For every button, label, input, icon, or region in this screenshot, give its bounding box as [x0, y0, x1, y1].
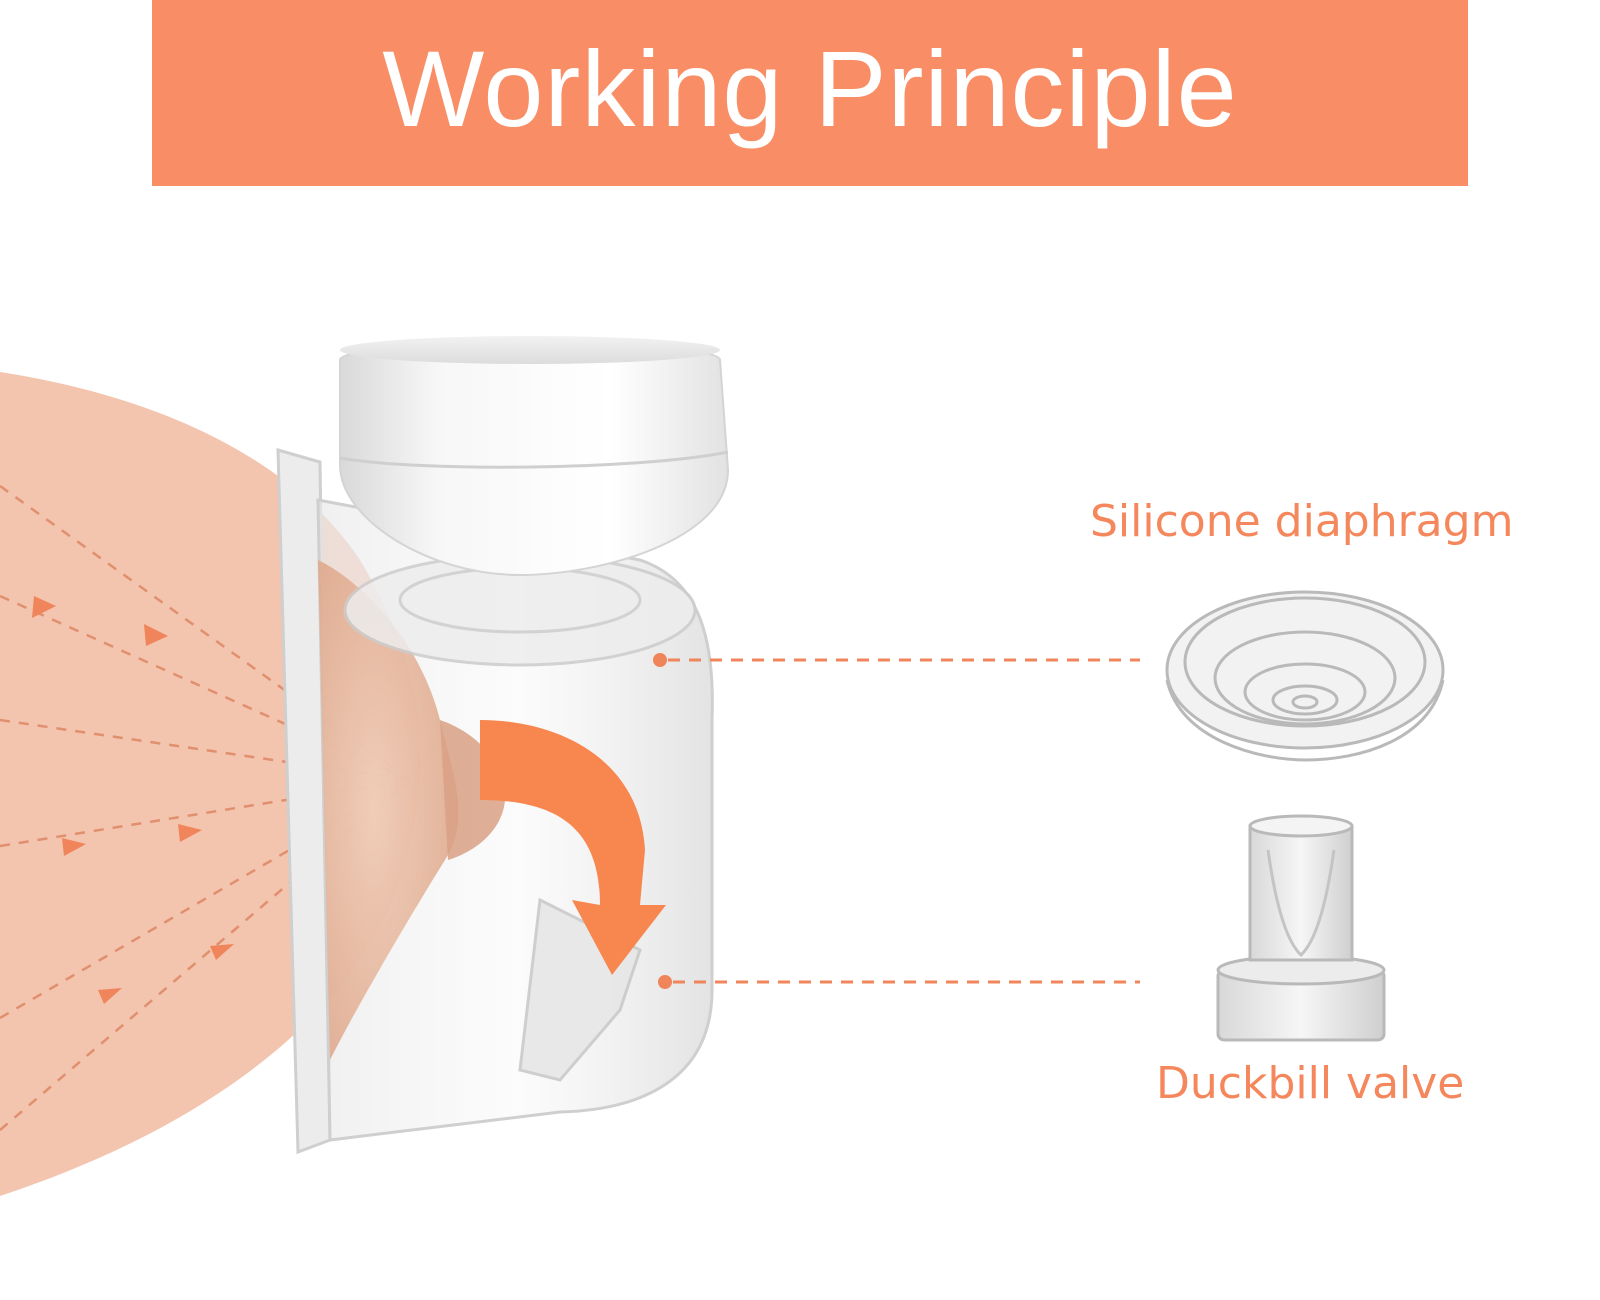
silicone-diaphragm-icon — [1165, 590, 1445, 762]
milk-flow-arrow — [480, 720, 666, 975]
duckbill-valve-icon — [1216, 814, 1386, 1042]
page-title: Working Principle — [382, 27, 1238, 149]
nipple-in-flange — [318, 560, 459, 1060]
title-banner: Working Principle — [152, 0, 1468, 186]
leader-dot-diaphragm — [653, 653, 667, 667]
flow-arrowheads — [32, 596, 234, 1004]
leader-dot-valve — [658, 975, 672, 989]
label-silicone-diaphragm: Silicone diaphragm — [1090, 496, 1514, 547]
label-duckbill-valve: Duckbill valve — [1156, 1058, 1465, 1109]
